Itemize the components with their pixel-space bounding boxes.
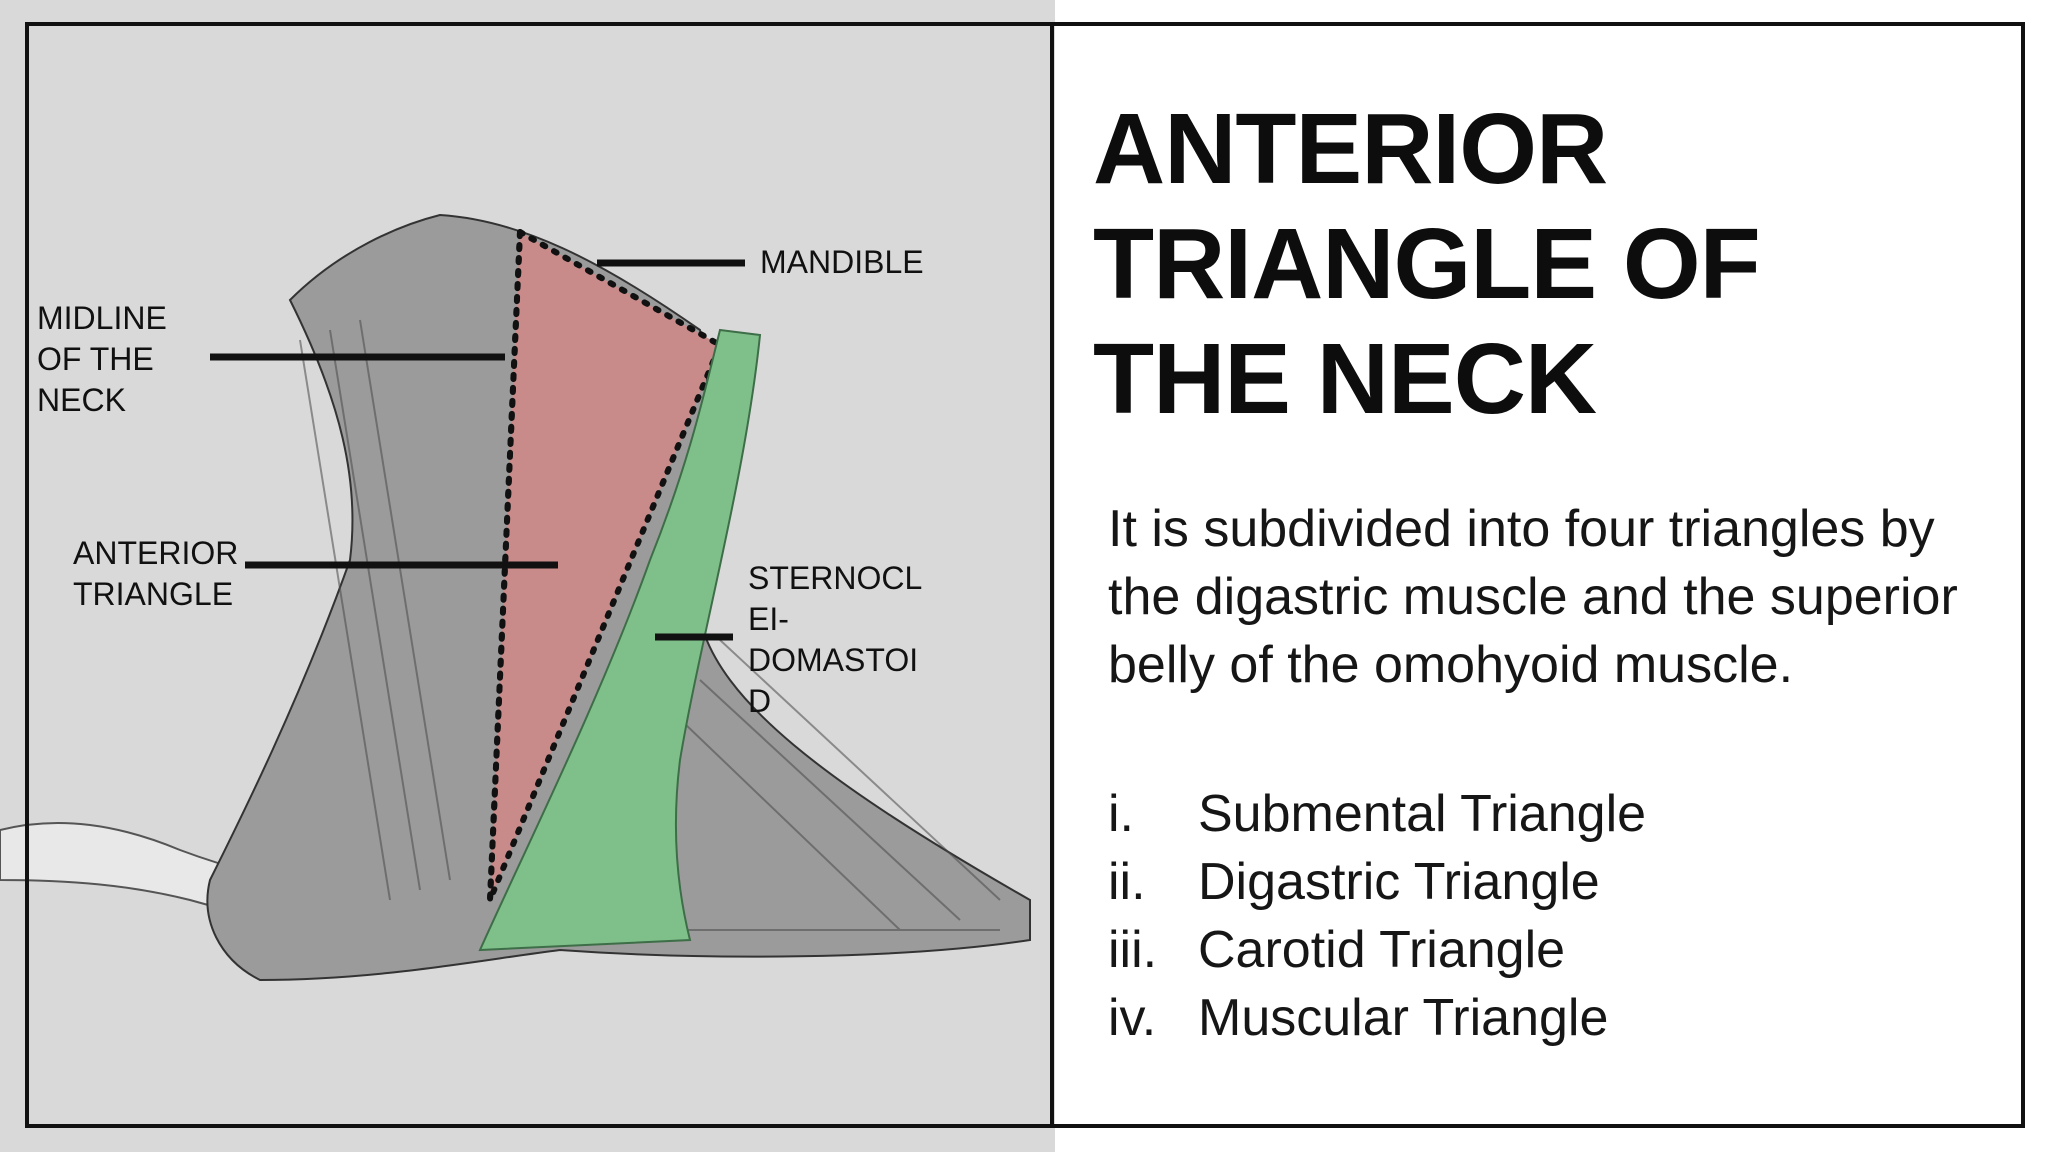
sternocleidomastoid-label: STERNOCL EI- DOMASTOI D — [748, 560, 923, 719]
neck-shape — [206, 213, 1031, 982]
list-item-text: Muscular Triangle — [1198, 989, 1609, 1047]
list-item-number: i. — [1108, 785, 1134, 843]
anterior-triangle-region — [487, 226, 724, 902]
list-item: iv. Muscular Triangle — [1108, 984, 1988, 1052]
list-item: ii. Digastric Triangle — [1108, 848, 1988, 916]
anterior-triangle-label: ANTERIOR TRIANGLE — [73, 535, 239, 612]
list-item-number: iv. — [1108, 989, 1157, 1047]
slide-title: ANTERIOR TRIANGLE OF THE NECK — [1093, 93, 1761, 435]
list-item: iii. Carotid Triangle — [1108, 916, 1988, 984]
list-item-text: Carotid Triangle — [1198, 921, 1566, 979]
midline-dotted-line — [487, 229, 523, 903]
slide-description: It is subdivided into four triangles by … — [1108, 500, 1958, 694]
list-item-number: ii. — [1108, 853, 1146, 911]
list-item-text: Submental Triangle — [1198, 785, 1647, 843]
list-item-number: iii. — [1108, 921, 1158, 979]
sternocleidomastoid-region — [478, 328, 762, 952]
list-item-text: Digastric Triangle — [1198, 853, 1600, 911]
midline-label: MIDLINE OF THE NECK — [37, 300, 167, 418]
list-item: i. Submental Triangle — [1108, 780, 1988, 848]
neck-anatomy-illustration — [0, 213, 1031, 982]
panel-divider — [1050, 22, 1054, 1128]
triangle-list: i. Submental Triangle ii. Digastric Tria… — [1108, 780, 1988, 1052]
mandible-label: MANDIBLE — [760, 244, 924, 280]
